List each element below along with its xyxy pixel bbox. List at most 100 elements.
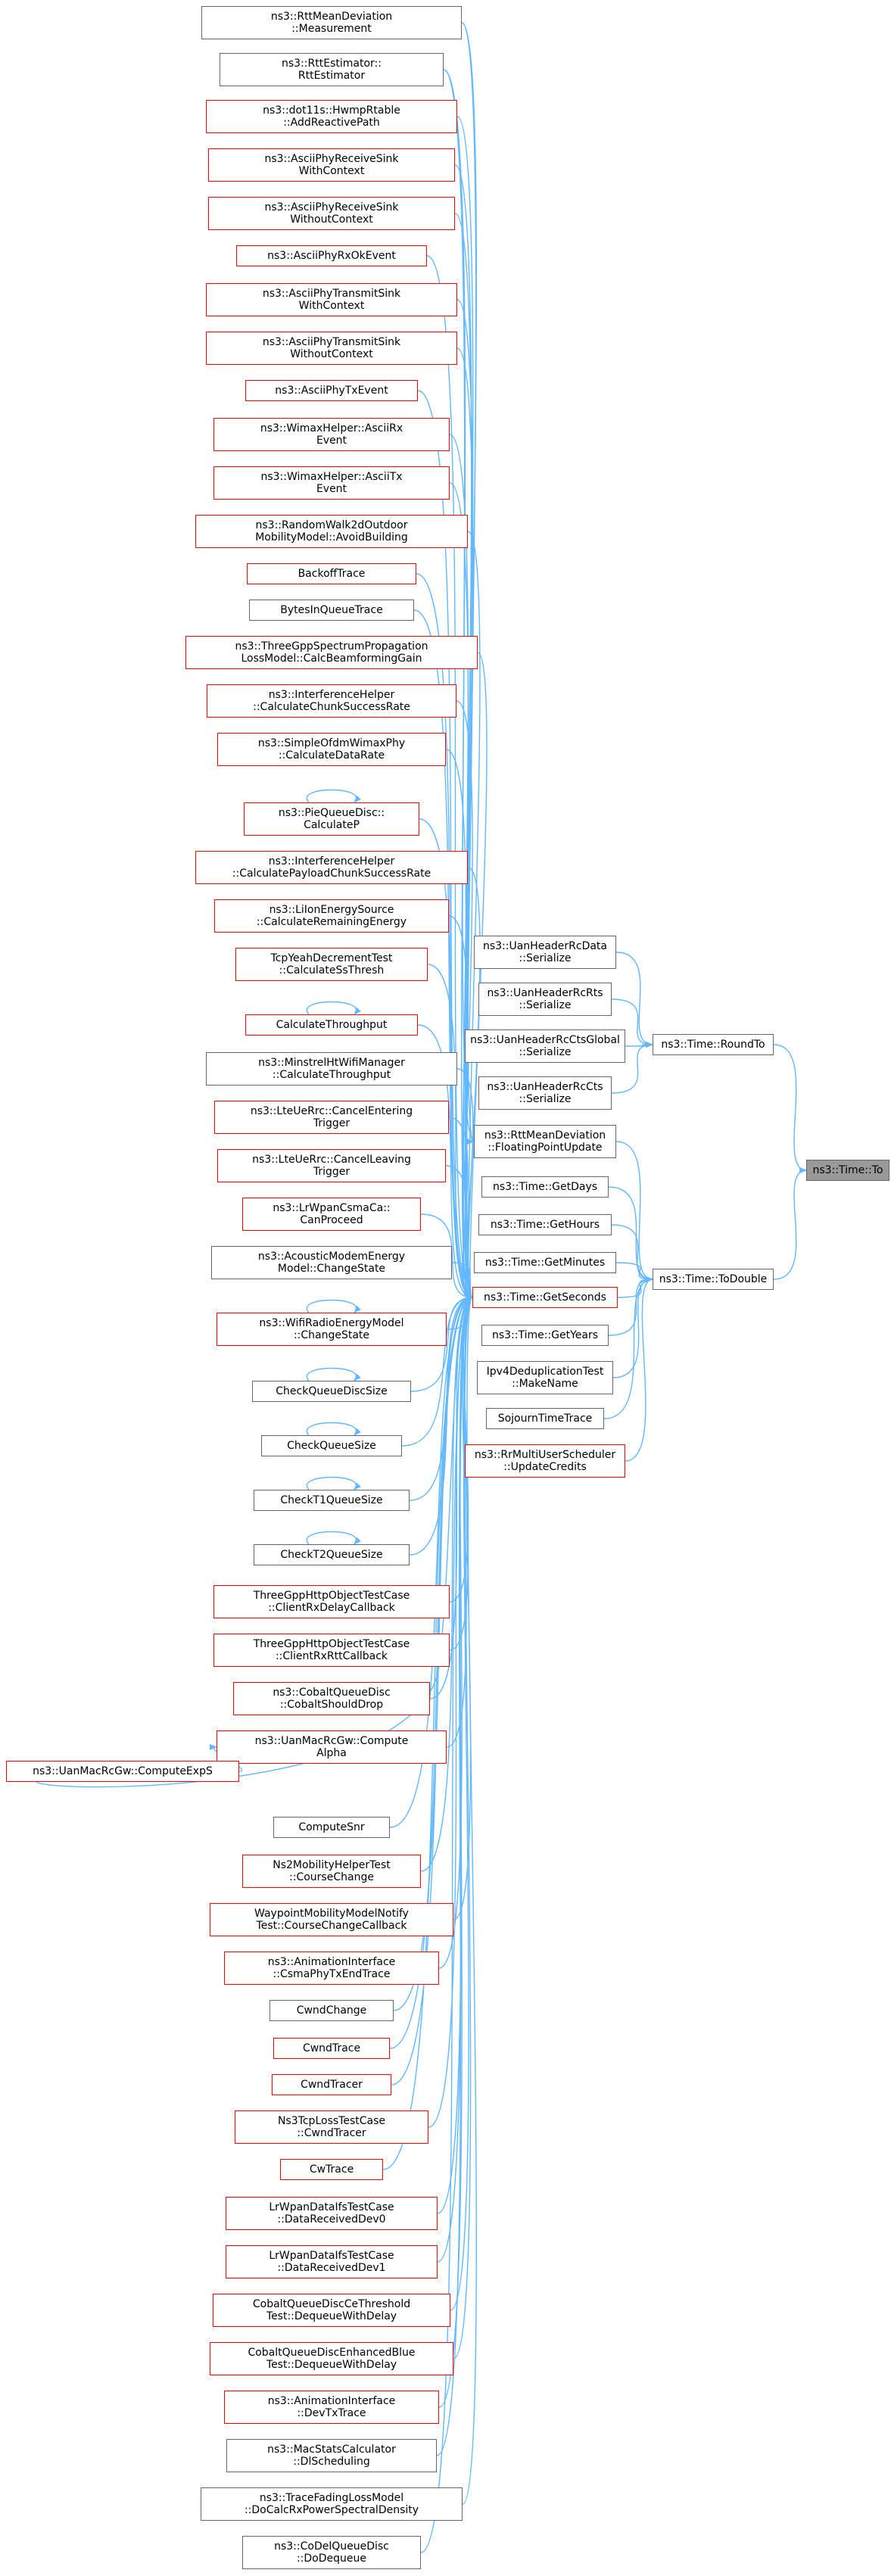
node-c48[interactable]: CobaltQueueDiscCeThreshold Test::Dequeue… — [213, 2294, 450, 2327]
node-uanrcdata[interactable]: ns3::UanHeaderRcData ::Serialize — [474, 936, 616, 969]
node-getseconds[interactable]: ns3::Time::GetSeconds — [472, 1287, 618, 1308]
node-c18[interactable]: ns3::InterferenceHelper ::CalculatePaylo… — [195, 851, 468, 884]
node-c4[interactable]: ns3::AsciiPhyReceiveSink WithoutContext — [208, 197, 455, 230]
edge-todouble-to-to — [773, 1167, 807, 1280]
edge-c22-to-getseconds — [456, 1068, 474, 1300]
node-c1[interactable]: ns3::RttEstimator:: RttEstimator — [220, 53, 444, 86]
node-c45[interactable]: CwTrace — [280, 2159, 383, 2180]
node-c27[interactable]: ns3::WifiRadioEnergyModel ::ChangeState — [217, 1313, 447, 1346]
edge-gethours-to-todouble — [611, 1224, 653, 1282]
node-c31[interactable]: CheckT2QueueSize — [254, 1544, 410, 1565]
node-c0[interactable]: ns3::RttMeanDeviation ::Measurement — [201, 6, 462, 39]
node-c29[interactable]: CheckQueueSize — [261, 1435, 402, 1456]
edge-c14-to-getseconds — [465, 652, 488, 1300]
node-c8[interactable]: ns3::AsciiPhyTxEvent — [245, 380, 418, 401]
node-c52[interactable]: ns3::TraceFadingLossModel ::DoCalcRxPowe… — [201, 2487, 463, 2521]
node-c37[interactable]: ComputeSnr — [273, 1817, 390, 1838]
node-c36[interactable]: ns3::UanMacRcGw::ComputeExpS — [6, 1761, 239, 1782]
edge-c16-to-getseconds — [445, 749, 473, 1300]
node-c7[interactable]: ns3::AsciiPhyTransmitSink WithoutContext — [206, 332, 457, 365]
node-uanrcrts[interactable]: ns3::UanHeaderRcRts ::Serialize — [478, 983, 612, 1016]
edge-c3-to-getseconds — [454, 164, 473, 1300]
node-c47[interactable]: LrWpanDataIfsTestCase ::DataReceivedDev1 — [226, 2245, 438, 2279]
node-c17[interactable]: ns3::PieQueueDisc:: CalculateP — [244, 802, 419, 836]
node-rrmulti[interactable]: ns3::RrMultiUserScheduler ::UpdateCredit… — [465, 1444, 625, 1478]
node-c24[interactable]: ns3::LteUeRrc::CancelLeaving Trigger — [217, 1149, 446, 1182]
node-c43[interactable]: CwndTracer — [272, 2074, 391, 2095]
node-c21[interactable]: CalculateThroughput — [245, 1014, 418, 1036]
edge-c30-to-c30 — [306, 1476, 362, 1490]
edge-ipv4dedup-to-todouble — [612, 1276, 653, 1378]
edge-c47-to-getseconds — [437, 1294, 473, 2263]
node-c34[interactable]: ns3::CobaltQueueDisc ::CobaltShouldDrop — [233, 1682, 430, 1715]
node-c42[interactable]: CwndTrace — [273, 2038, 390, 2059]
node-c49[interactable]: CobaltQueueDiscEnhancedBlue Test::Dequeu… — [210, 2342, 453, 2375]
node-c30[interactable]: CheckT1QueueSize — [254, 1490, 410, 1511]
node-c35[interactable]: ns3::UanMacRcGw::Compute Alpha — [217, 1730, 447, 1764]
node-sojourn[interactable]: SojournTimeTrace — [486, 1408, 604, 1429]
node-gethours[interactable]: ns3::Time::GetHours — [478, 1214, 612, 1235]
node-c2[interactable]: ns3::dot11s::HwmpRtable ::AddReactivePat… — [206, 100, 457, 133]
node-c10[interactable]: ns3::WimaxHelper::AsciiTx Event — [213, 466, 450, 500]
node-c39[interactable]: WaypointMobilityModelNotify Test::Course… — [210, 1903, 453, 1936]
node-c12[interactable]: BackoffTrace — [247, 563, 416, 584]
edge-c1-to-rttfloat — [443, 69, 475, 1145]
node-c15[interactable]: ns3::InterferenceHelper ::CalculateChunk… — [207, 684, 456, 718]
node-c33[interactable]: ThreeGppHttpObjectTestCase ::ClientRxRtt… — [213, 1634, 450, 1667]
edge-c2-to-getseconds — [456, 116, 474, 1300]
node-c46[interactable]: LrWpanDataIfsTestCase ::DataReceivedDev0 — [226, 2197, 438, 2230]
node-c11[interactable]: ns3::RandomWalk2dOutdoor MobilityModel::… — [195, 515, 468, 548]
node-uanrccts[interactable]: ns3::UanHeaderRcCts ::Serialize — [478, 1076, 612, 1110]
edge-c26-to-getseconds — [451, 1262, 473, 1300]
node-roundto[interactable]: ns3::Time::RoundTo — [653, 1034, 774, 1055]
edge-c23-to-getseconds — [448, 1117, 473, 1300]
node-c25[interactable]: ns3::LrWpanCsmaCa:: CanProceed — [242, 1198, 421, 1231]
node-c44[interactable]: Ns3TcpLossTestCase ::CwndTracer — [235, 2110, 428, 2144]
edge-c39-to-getseconds — [453, 1294, 473, 1920]
node-c28[interactable]: CheckQueueDiscSize — [252, 1381, 411, 1402]
node-c32[interactable]: ThreeGppHttpObjectTestCase ::ClientRxDel… — [213, 1585, 450, 1618]
node-c3[interactable]: ns3::AsciiPhyReceiveSink WithContext — [208, 148, 455, 182]
edge-c27-to-getseconds — [446, 1294, 473, 1330]
node-c19[interactable]: ns3::LiIonEnergySource ::CalculateRemain… — [214, 899, 449, 933]
edge-c52-to-getseconds — [462, 1294, 477, 2505]
edge-c21-to-c21 — [306, 1001, 362, 1015]
node-getdays[interactable]: ns3::Time::GetDays — [481, 1176, 609, 1198]
node-c9[interactable]: ns3::WimaxHelper::AsciiRx Event — [213, 418, 450, 451]
edge-getminutes-to-todouble — [615, 1262, 653, 1282]
node-c14[interactable]: ns3::ThreeGppSpectrumPropagation LossMod… — [185, 636, 478, 669]
node-c6[interactable]: ns3::AsciiPhyTransmitSink WithContext — [206, 283, 457, 316]
edge-c0-to-rttfloat — [461, 22, 478, 1145]
node-c23[interactable]: ns3::LteUeRrc::CancelEntering Trigger — [214, 1101, 449, 1134]
node-c20[interactable]: TcpYeahDecrementTest ::CalculateSsThresh — [235, 948, 428, 981]
node-getminutes[interactable]: ns3::Time::GetMinutes — [474, 1252, 616, 1273]
node-c5[interactable]: ns3::AsciiPhyRxOkEvent — [236, 245, 427, 266]
edge-c27-to-c27 — [306, 1299, 362, 1313]
edge-c17-to-c17 — [306, 789, 362, 803]
node-ipv4dedup[interactable]: Ipv4DeduplicationTest ::MakeName — [477, 1361, 613, 1394]
node-uanrcctsglobal[interactable]: ns3::UanHeaderRcCtsGlobal ::Serialize — [465, 1029, 625, 1063]
node-c51[interactable]: ns3::MacStatsCalculator ::DlScheduling — [226, 2439, 437, 2472]
node-todouble[interactable]: ns3::Time::ToDouble — [653, 1269, 774, 1290]
node-rttfloat[interactable]: ns3::RttMeanDeviation ::FloatingPointUpd… — [474, 1125, 616, 1158]
node-c53[interactable]: ns3::CoDelQueueDisc ::DoDequeue — [242, 2536, 421, 2569]
edge-getseconds-to-todouble — [617, 1276, 653, 1298]
edge-c12-to-getseconds — [416, 573, 473, 1300]
node-to: ns3::Time::To — [806, 1160, 889, 1181]
node-c41[interactable]: CwndChange — [269, 2000, 394, 2021]
edge-c4-to-getseconds — [454, 213, 473, 1300]
node-c38[interactable]: Ns2MobilityHelperTest ::CourseChange — [242, 1855, 421, 1888]
edge-c7-to-getseconds — [456, 347, 474, 1300]
edge-c10-to-getseconds — [449, 482, 473, 1300]
node-c13[interactable]: BytesInQueueTrace — [249, 600, 414, 621]
node-c16[interactable]: ns3::SimpleOfdmWimaxPhy ::CalculateDataR… — [217, 733, 446, 766]
node-c22[interactable]: ns3::MinstrelHtWifiManager ::CalculateTh… — [206, 1052, 457, 1086]
edge-c40-to-getseconds — [438, 1294, 473, 1969]
node-getyears[interactable]: ns3::Time::GetYears — [481, 1325, 609, 1346]
node-c26[interactable]: ns3::AcousticModemEnergy Model::ChangeSt… — [211, 1246, 452, 1279]
node-c50[interactable]: ns3::AnimationInterface ::DevTxTrace — [224, 2391, 439, 2424]
edge-c19-to-getseconds — [448, 915, 473, 1300]
node-c40[interactable]: ns3::AnimationInterface ::CsmaPhyTxEndTr… — [224, 1951, 439, 1985]
edge-c44-to-getseconds — [428, 1294, 473, 2128]
